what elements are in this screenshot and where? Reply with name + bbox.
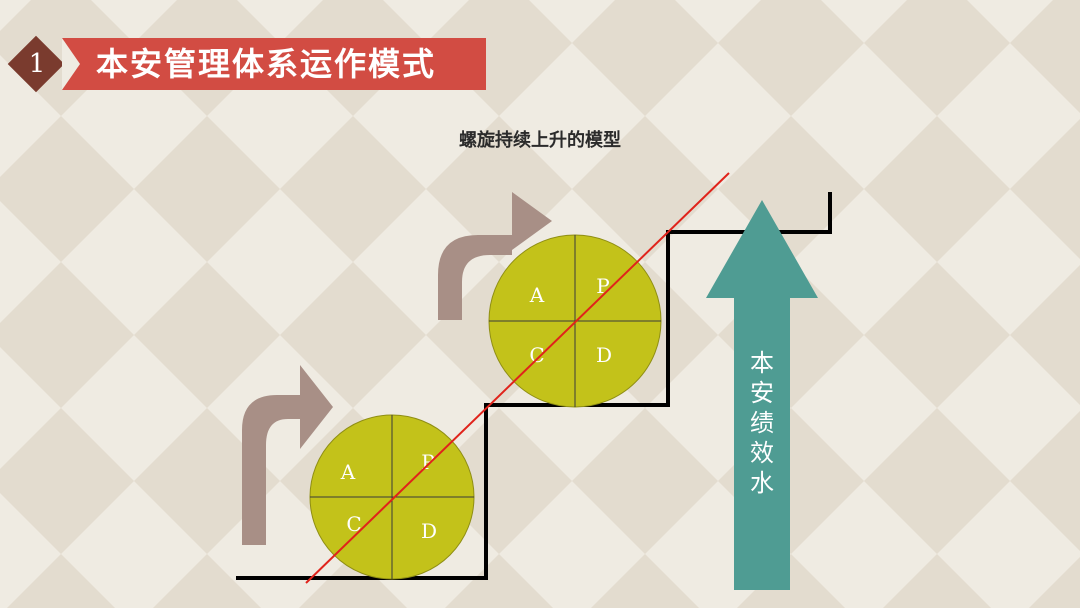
title-band — [62, 38, 486, 90]
curved-arrow-lower — [242, 365, 333, 545]
cycle-lower-D: D — [421, 519, 437, 543]
performance-arrow — [706, 200, 818, 590]
staircase-line — [236, 192, 832, 580]
performance-label-char-3: 绩 — [750, 409, 774, 437]
cycle-upper-D: D — [596, 343, 612, 367]
cycle-lower-C: C — [346, 512, 361, 536]
section-number: 1 — [28, 49, 46, 79]
performance-label: 本 安 绩 效 水 — [746, 348, 778, 498]
performance-label-char-2: 安 — [750, 379, 774, 407]
diagram-subtitle: 螺旋持续上升的模型 — [459, 130, 621, 151]
curved-arrow-upper — [438, 192, 552, 320]
performance-label-char-1: 本 — [750, 349, 774, 377]
slide-title: 本安管理体系运作模式 — [96, 45, 437, 83]
title-bar: 1 — [7, 35, 486, 93]
cycle-upper-C: C — [529, 343, 544, 367]
cycle-lower-A: A — [340, 460, 356, 484]
performance-label-char-5: 水 — [750, 469, 774, 497]
rising-trend-line — [305, 172, 730, 584]
cycle-upper-A: A — [529, 283, 545, 307]
title-band-notch — [62, 38, 80, 90]
performance-label-char-4: 效 — [750, 439, 774, 467]
